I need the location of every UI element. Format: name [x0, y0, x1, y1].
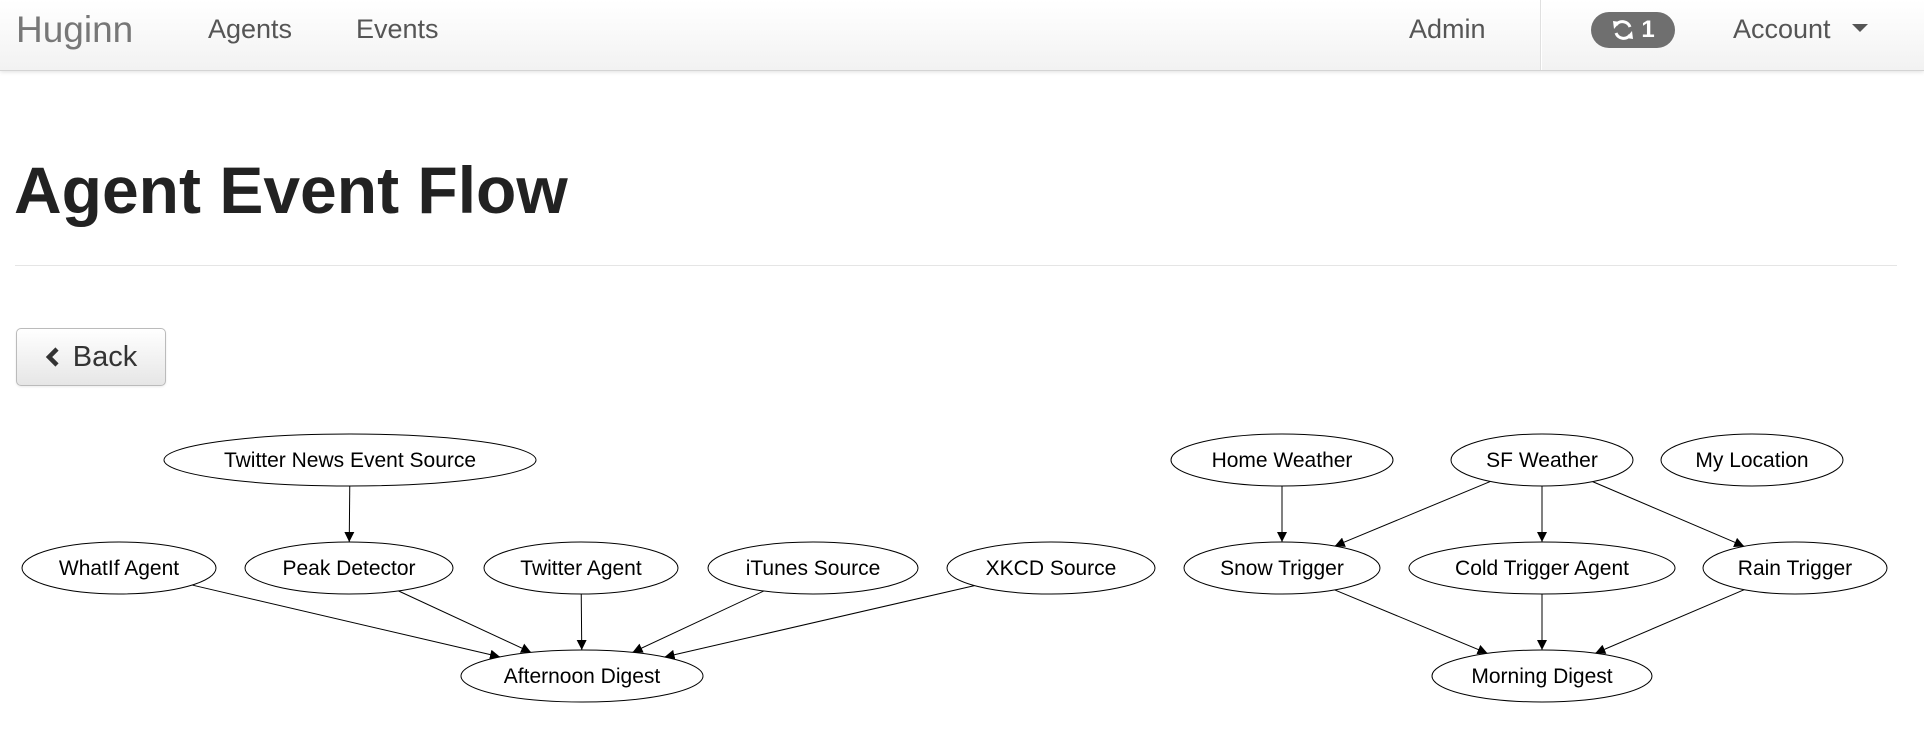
- node-ellipse: [1431, 649, 1653, 703]
- node-label: My Location: [1695, 449, 1808, 472]
- node-label: WhatIf Agent: [59, 557, 179, 580]
- edge-xkcd-to-afternoon: [664, 585, 975, 660]
- node-itunes[interactable]: iTunes Source: [707, 541, 919, 595]
- back-button-label: Back: [72, 340, 138, 373]
- jobs-count: 1: [1641, 16, 1655, 43]
- node-cold[interactable]: Cold Trigger Agent: [1408, 541, 1676, 595]
- node-ellipse: [1702, 541, 1888, 595]
- node-label: SF Weather: [1486, 449, 1598, 472]
- node-snow[interactable]: Snow Trigger: [1183, 541, 1381, 595]
- node-ellipse: [1170, 433, 1394, 487]
- refresh-icon: [1613, 20, 1634, 40]
- node-label: Home Weather: [1212, 449, 1353, 472]
- nav-divider: [1540, 0, 1542, 70]
- node-ellipse: [707, 541, 919, 595]
- node-rain[interactable]: Rain Trigger: [1702, 541, 1888, 595]
- edge-snow-to-morning: [1334, 589, 1488, 655]
- node-twitter-news[interactable]: Twitter News Event Source: [163, 433, 537, 487]
- node-ellipse: [1183, 541, 1381, 595]
- nav-admin[interactable]: Admin: [1409, 14, 1486, 44]
- chevron-left-icon: [45, 347, 59, 367]
- node-ellipse: [21, 541, 217, 595]
- node-label: Twitter Agent: [520, 557, 642, 580]
- chevron-down-icon[interactable]: [1852, 24, 1868, 32]
- edge-rain-to-morning: [1595, 589, 1745, 654]
- node-label: Twitter News Event Source: [224, 449, 476, 472]
- nav-events[interactable]: Events: [356, 14, 439, 44]
- edge-twitter-news-to-peak: [344, 485, 355, 543]
- edge-peak-to-afternoon: [398, 590, 532, 653]
- node-afternoon[interactable]: Afternoon Digest: [460, 649, 704, 703]
- node-whatif[interactable]: WhatIf Agent: [21, 541, 217, 595]
- node-label: iTunes Source: [746, 557, 881, 580]
- jobs-badge[interactable]: 1: [1591, 12, 1675, 48]
- node-my-location[interactable]: My Location: [1660, 433, 1844, 487]
- top-navbar: Huginn Agents Events Admin 1 Account: [0, 0, 1924, 71]
- node-label: XKCD Source: [986, 557, 1117, 580]
- node-ellipse: [1408, 541, 1676, 595]
- brand-logo[interactable]: Huginn: [16, 9, 134, 50]
- node-label: Afternoon Digest: [504, 665, 661, 688]
- node-label: Peak Detector: [282, 557, 415, 580]
- node-ellipse: [946, 541, 1156, 595]
- node-twitter-agent[interactable]: Twitter Agent: [483, 541, 679, 595]
- edge-sf-weather-to-rain: [1592, 481, 1745, 547]
- node-ellipse: [163, 433, 537, 487]
- node-sf-weather[interactable]: SF Weather: [1450, 433, 1634, 487]
- node-ellipse: [460, 649, 704, 703]
- node-label: Cold Trigger Agent: [1455, 557, 1629, 580]
- edge-whatif-to-afternoon: [192, 584, 501, 660]
- node-peak[interactable]: Peak Detector: [244, 541, 454, 595]
- node-ellipse: [483, 541, 679, 595]
- node-label: Rain Trigger: [1738, 557, 1852, 580]
- nav-account[interactable]: Account: [1733, 14, 1831, 44]
- page-title: Agent Event Flow: [14, 153, 568, 227]
- node-ellipse: [1450, 433, 1634, 487]
- title-divider: [15, 265, 1897, 266]
- node-label: Snow Trigger: [1220, 557, 1344, 580]
- edge-itunes-to-afternoon: [632, 590, 765, 653]
- back-button[interactable]: Back: [16, 328, 166, 386]
- node-home-weather[interactable]: Home Weather: [1170, 433, 1394, 487]
- node-ellipse: [1660, 433, 1844, 487]
- node-label: Morning Digest: [1471, 665, 1612, 688]
- edge-twitter-agent-to-afternoon: [576, 593, 587, 651]
- node-xkcd[interactable]: XKCD Source: [946, 541, 1156, 595]
- edge-sf-weather-to-snow: [1334, 480, 1491, 547]
- node-ellipse: [244, 541, 454, 595]
- node-morning[interactable]: Morning Digest: [1431, 649, 1653, 703]
- nav-agents[interactable]: Agents: [208, 14, 293, 44]
